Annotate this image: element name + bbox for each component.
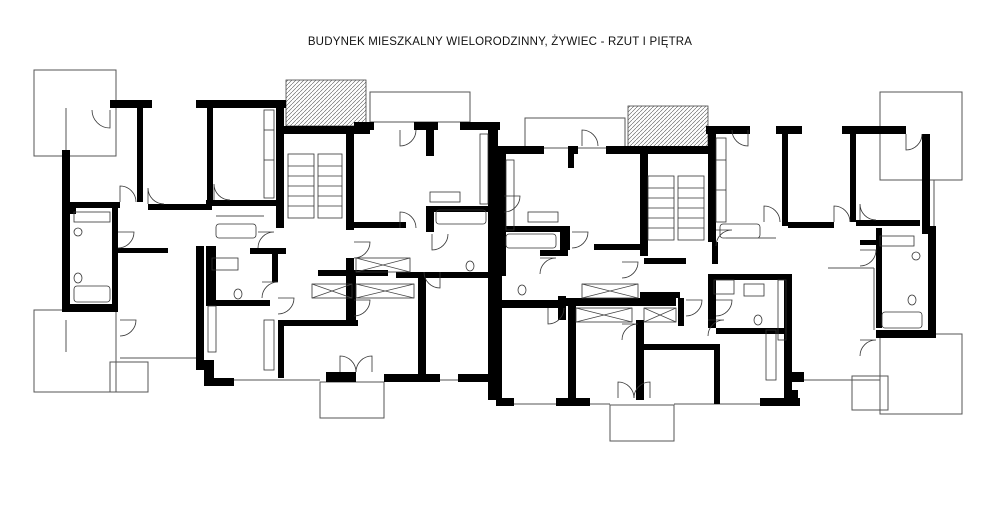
balcony-s1 <box>319 381 385 419</box>
drawing-title: BUDYNEK MIESZKALNY WIELORODZINNY, ŻYWIEC… <box>307 36 693 48</box>
balcony-ne <box>879 91 963 181</box>
balcony-nw <box>33 69 117 157</box>
balcony-s2 <box>609 404 675 442</box>
balcony-n1 <box>369 91 471 123</box>
shafts <box>311 257 677 323</box>
balcony-sw <box>33 309 117 393</box>
walls <box>62 100 936 406</box>
partitions <box>216 215 875 330</box>
balcony-se-step <box>851 375 889 411</box>
canopy-left <box>285 79 367 127</box>
canopy-right <box>627 105 709 151</box>
kitchen-counters <box>207 109 787 381</box>
balcony-se <box>879 333 963 415</box>
staircase-right <box>647 175 705 241</box>
balcony-n2 <box>524 117 626 149</box>
doors <box>91 109 923 399</box>
staircase-left <box>287 153 343 219</box>
balcony-sw-step <box>109 361 149 393</box>
